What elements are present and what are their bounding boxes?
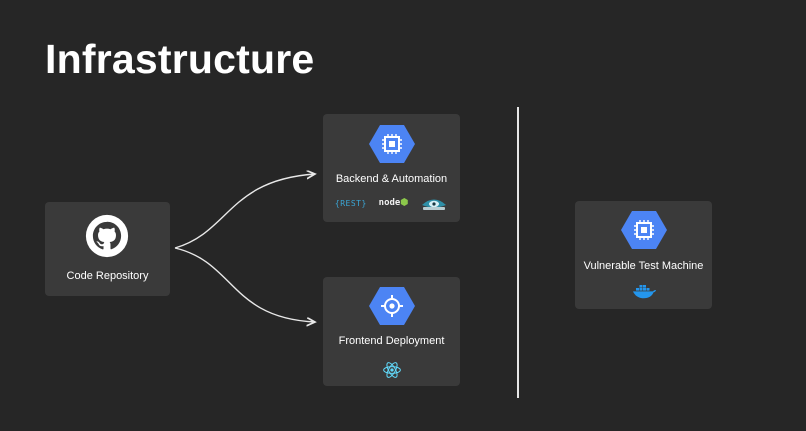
arrow-to-backend <box>174 174 315 249</box>
vulnerable-test-machine-label: Vulnerable Test Machine <box>583 260 704 272</box>
arrow-to-frontend <box>174 247 315 322</box>
frontend-deployment-label: Frontend Deployment <box>338 335 445 347</box>
compute-engine-icon <box>368 125 415 163</box>
page-title: Infrastructure <box>45 36 315 82</box>
nodejs-logo-text: node <box>378 198 401 208</box>
github-icon <box>85 214 129 258</box>
backend-automation-card: Backend & Automation {REST} node⬢ <box>323 114 460 222</box>
backend-automation-label: Backend & Automation <box>335 173 448 185</box>
compute-engine-icon <box>620 211 667 249</box>
app-engine-icon <box>368 287 415 325</box>
code-repository-card: Code Repository <box>45 202 170 296</box>
backend-tech-row: {REST} node⬢ <box>323 194 460 212</box>
docker-icon <box>633 285 656 299</box>
puppeteer-icon <box>422 199 447 210</box>
nodejs-logo: node⬢ <box>378 198 409 208</box>
frontend-deployment-card: Frontend Deployment <box>323 277 460 386</box>
section-divider <box>517 107 519 398</box>
react-icon <box>383 362 401 378</box>
code-repository-label: Code Repository <box>66 270 149 282</box>
vulnerable-test-machine-card: Vulnerable Test Machine <box>575 201 712 309</box>
rest-api-logo: {REST} <box>334 198 367 208</box>
